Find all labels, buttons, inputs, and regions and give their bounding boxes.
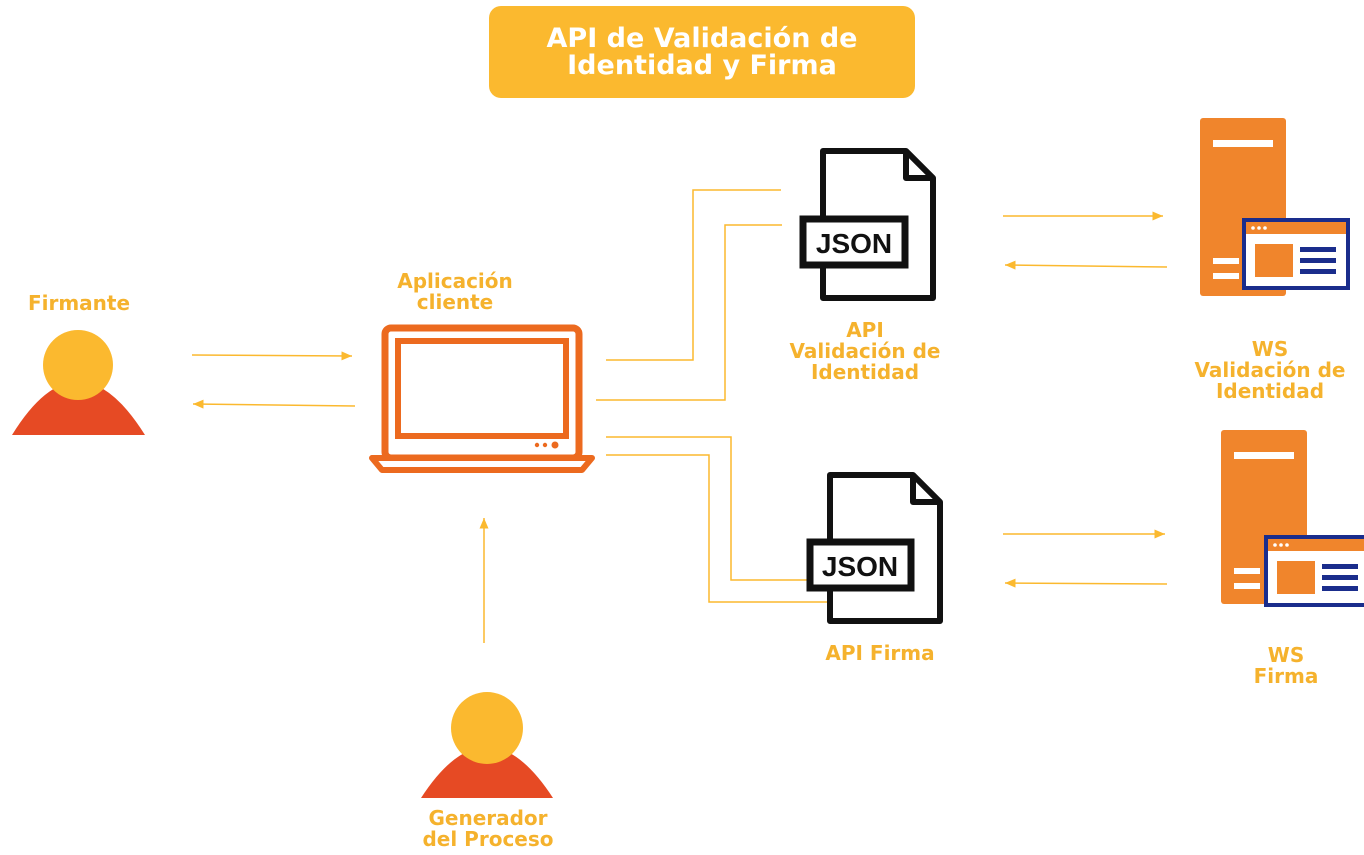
server-icon-firma — [1221, 430, 1364, 607]
server-icon-validacion — [1200, 118, 1350, 296]
app-label-line-2: cliente — [416, 290, 494, 314]
svg-text:JSON: JSON — [816, 228, 892, 259]
generador-label-line-2: del Proceso — [422, 827, 554, 851]
generador-label-line-1: Generador — [428, 806, 548, 830]
generador-label: Generador del Proceso — [402, 808, 574, 850]
firmante-person-icon — [12, 330, 145, 435]
title-line-1: API de Validación de — [546, 23, 858, 54]
ws-validacion-label-line-1: WS — [1251, 337, 1289, 361]
api-validacion-label-line-1: API — [846, 318, 884, 342]
ws-validacion-label-line-2: Validación de — [1194, 358, 1346, 382]
api-validacion-label-line-3: Identidad — [810, 360, 920, 384]
api-ws-arrows — [1003, 211, 1168, 588]
generador-person-icon — [421, 692, 553, 798]
laptop-icon — [369, 324, 595, 473]
api-validacion-label-line-2: Validación de — [789, 339, 941, 363]
app-label: Aplicación cliente — [385, 271, 525, 313]
ws-firma-label: WS Firma — [1236, 645, 1336, 687]
json-file-icon-validacion: JSON — [799, 148, 936, 301]
diagram-title: API de Validación de Identidad y Firma — [489, 6, 915, 98]
app-label-line-1: Aplicación — [397, 269, 513, 293]
ws-firma-label-line-2: Firma — [1253, 664, 1319, 688]
ws-firma-label-line-1: WS — [1267, 643, 1305, 667]
title-line-2: Identidad y Firma — [567, 50, 837, 81]
ws-validacion-label-line-3: Identidad — [1215, 379, 1325, 403]
api-validacion-label: API Validación de Identidad — [770, 320, 960, 383]
firmante-app-arrows — [191, 351, 356, 409]
app-api-connectors — [596, 189, 827, 603]
api-firma-label: API Firma — [825, 641, 935, 665]
svg-text:JSON: JSON — [822, 551, 898, 582]
json-file-icon-firma: JSON — [806, 472, 943, 624]
ws-validacion-label: WS Validación de Identidad — [1176, 339, 1364, 402]
firmante-label: Firmante — [27, 291, 131, 315]
